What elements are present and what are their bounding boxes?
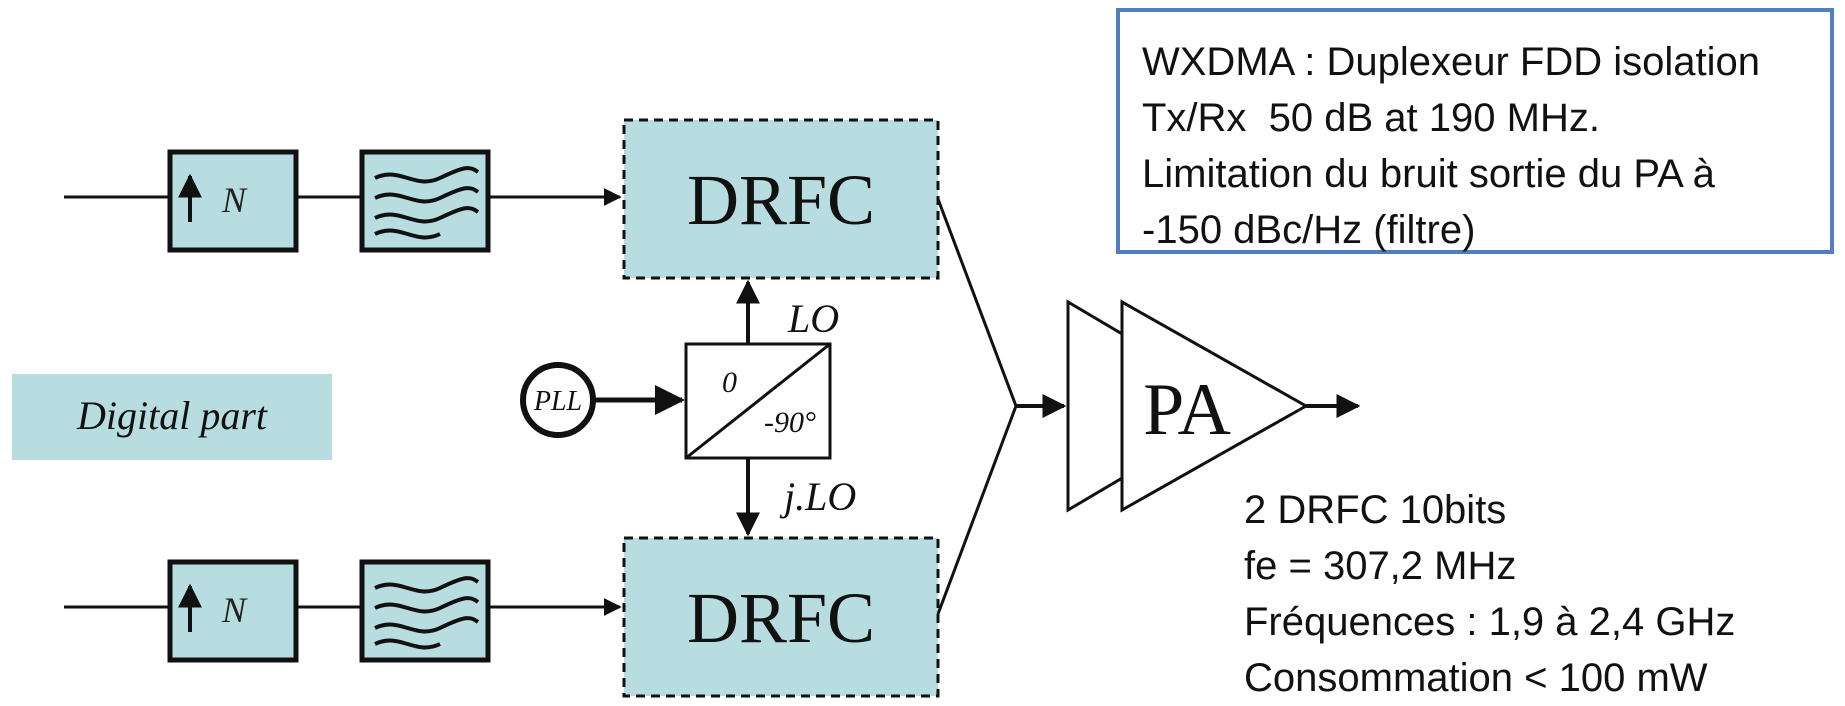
filter-wave-icon	[374, 166, 480, 240]
pll-label: PLL	[533, 386, 582, 417]
digital-part-label: Digital part	[76, 393, 268, 438]
bottom-filter-block	[359, 559, 491, 663]
pa-label: PA	[1143, 369, 1231, 451]
bottom-upsampler-label: N	[221, 590, 248, 630]
spec-line: Consommation < 100 mW	[1244, 656, 1708, 700]
bottom-drfc-label: DRFC	[687, 578, 875, 658]
top-upsampler-block: N	[167, 149, 299, 253]
lo-label: LO	[787, 296, 839, 341]
top-drfc-block: DRFC	[622, 118, 940, 280]
top-drfc-label: DRFC	[687, 160, 875, 240]
bottom-upsampler-block: N	[167, 559, 299, 663]
note-line: WXDMA : Duplexeur FDD isolation	[1142, 40, 1760, 84]
digital-part-box: Digital part	[12, 374, 332, 460]
spec-line: fe = 307,2 MHz	[1244, 544, 1517, 588]
spec-line: 2 DRFC 10bits	[1244, 488, 1507, 532]
filter-wave-icon	[374, 576, 480, 650]
pa-amplifier: PA	[1066, 299, 1310, 513]
note-line: Limitation du bruit sortie du PA à	[1142, 152, 1715, 196]
combiner-lines	[936, 198, 1018, 615]
note-line: -150 dBc/Hz (filtre)	[1142, 208, 1476, 252]
spec-line: Fréquences : 1,9 à 2,4 GHz	[1244, 600, 1736, 644]
top-upsampler-label: N	[221, 180, 248, 220]
specs-text: 2 DRFC 10bits fe = 307,2 MHz Fréquences …	[1244, 482, 1844, 706]
phase-minus90-label: -90°	[764, 406, 816, 439]
pll-block: PLL	[520, 362, 596, 438]
bottom-drfc-block: DRFC	[622, 536, 940, 698]
jlo-label: j.LO	[779, 474, 856, 519]
note-line: Tx/Rx 50 dB at 190 MHz.	[1142, 96, 1600, 140]
phase-zero-label: 0	[722, 366, 737, 399]
note-box: WXDMA : Duplexeur FDD isolation Tx/Rx 50…	[1116, 8, 1834, 254]
phase-shifter-block: 0 -90°	[684, 342, 832, 460]
top-filter-block	[359, 149, 491, 253]
